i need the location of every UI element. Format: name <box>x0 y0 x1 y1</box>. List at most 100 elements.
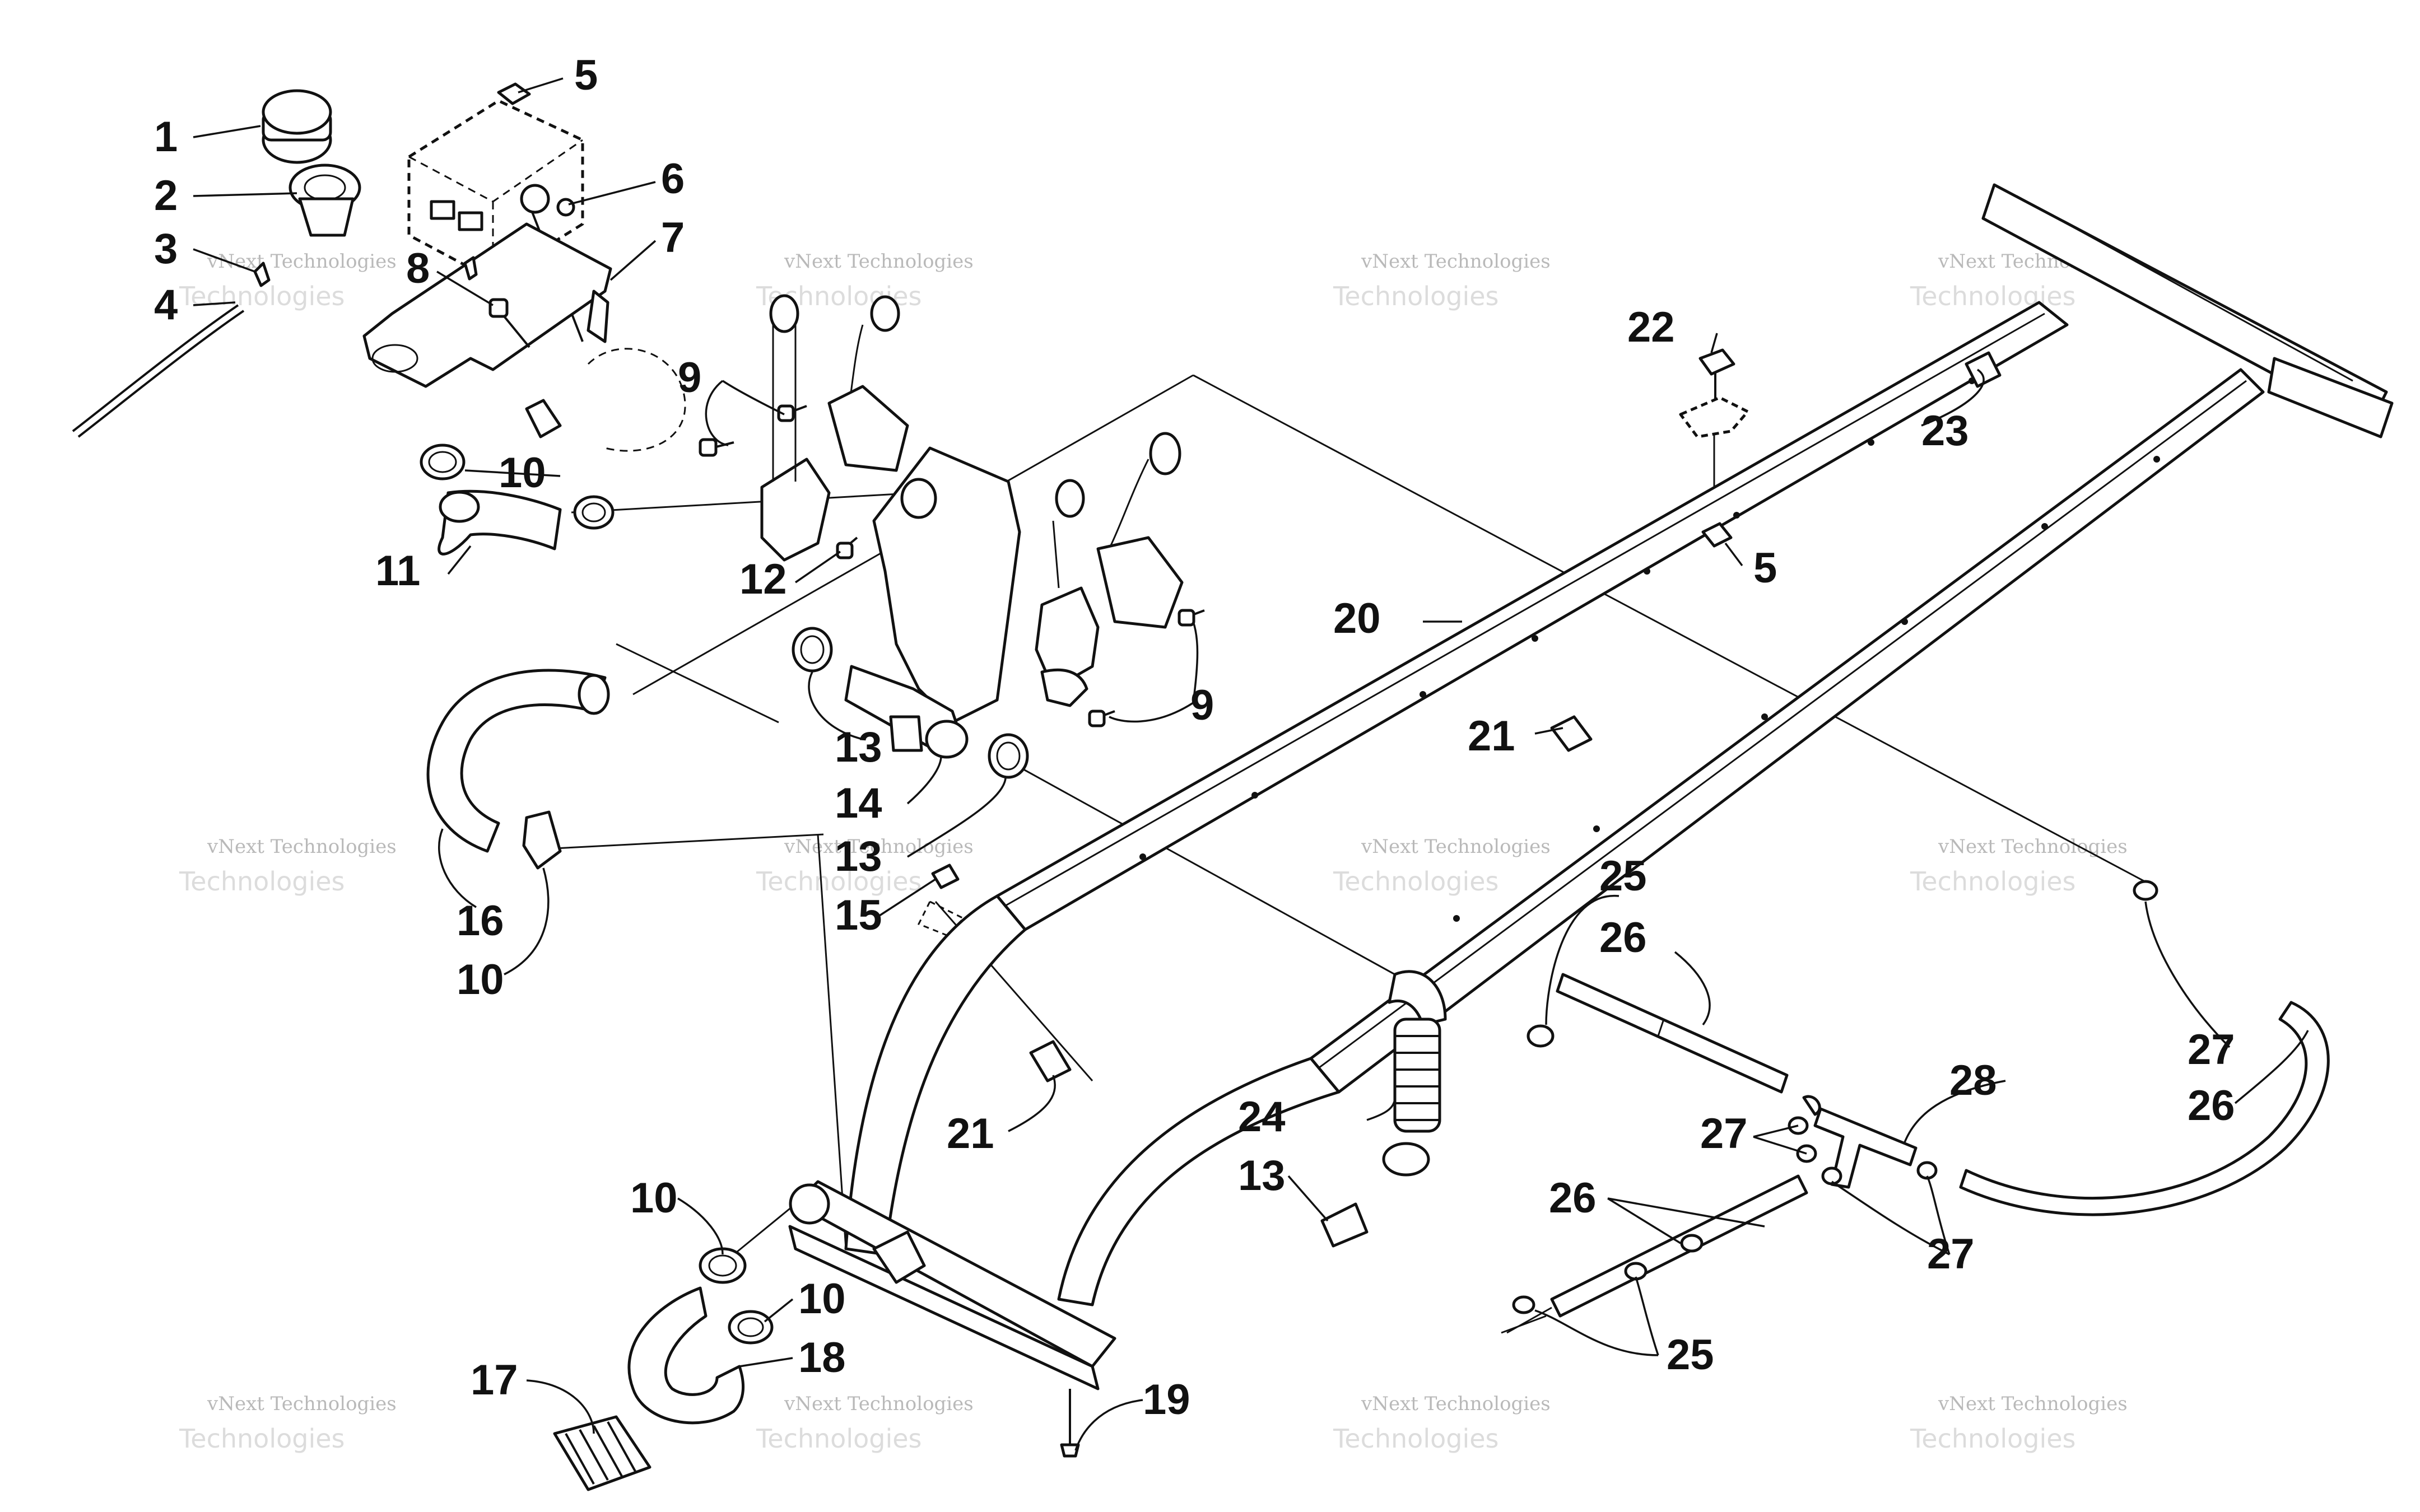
watermark: Technologies vNext Technologies <box>1333 836 1551 897</box>
screw-12 <box>836 536 858 559</box>
callout-27-right: 27 <box>2188 1026 2235 1074</box>
callout-14: 14 <box>835 780 882 827</box>
callout-9-right: 9 <box>1190 682 1214 729</box>
watermark: Technologies vNext Technologies <box>1333 250 1551 311</box>
callout-13-upper: 13 <box>835 724 882 771</box>
watermark-line2: Technologies <box>179 866 345 897</box>
callout-26-lower: 26 <box>1549 1174 1597 1222</box>
callout-2: 2 <box>154 172 178 220</box>
watermark: Technologies vNext Technologies <box>179 836 397 897</box>
callout-18: 18 <box>798 1334 846 1382</box>
callout-12: 12 <box>739 556 787 603</box>
watermark: Technologies vNext Technologies <box>1910 1393 2128 1454</box>
callout-13-lower: 13 <box>1238 1152 1286 1200</box>
callout-numbers: 1 2 3 4 5 6 7 8 9 10 11 12 20 22 23 5 9 … <box>154 52 2235 1424</box>
washer-22 <box>1679 396 1749 438</box>
callout-24: 24 <box>1238 1093 1286 1141</box>
washer-6 <box>520 184 550 214</box>
watermark-line2: Technologies <box>756 1424 922 1454</box>
watermark: Technologies vNext Technologies <box>1333 1393 1551 1454</box>
clamp-13-upper <box>792 627 833 673</box>
nut-5-rail <box>1701 522 1733 548</box>
callout-1: 1 <box>154 113 178 161</box>
corrugated-hose-17 <box>553 1415 651 1491</box>
callout-10-upper: 10 <box>499 449 546 497</box>
callout-27-lower: 27 <box>1927 1230 1975 1278</box>
callout-13-mid: 13 <box>835 833 882 880</box>
watermark-line2: Technologies <box>1333 1424 1499 1454</box>
callout-23: 23 <box>1921 407 1969 455</box>
callout-6: 6 <box>661 155 685 203</box>
screw-9c <box>1178 609 1205 627</box>
watermark: Technologies vNext Technologies <box>1910 836 2128 897</box>
watermark-line2: Technologies <box>1910 866 2076 897</box>
callout-22: 22 <box>1627 304 1675 351</box>
tee-fitting-28 <box>1813 1107 1918 1189</box>
watermark-line2: Technologies <box>179 1424 345 1454</box>
plug-13 <box>1320 1202 1369 1248</box>
screw-15 <box>931 864 960 889</box>
watermark-line1: vNext Technologies <box>784 1393 974 1415</box>
radiator-outlet <box>789 1183 926 1284</box>
watermark-line2: Technologies <box>1910 281 2076 311</box>
bolt-19 <box>1060 1389 1080 1458</box>
callout-10-lower-b: 10 <box>798 1275 846 1323</box>
screw-9a <box>699 438 734 457</box>
watermark-line2: Technologies <box>1333 281 1499 311</box>
watermark-line2: Technologies <box>1333 866 1499 897</box>
clamp-10-mid <box>573 495 615 530</box>
watermark-line1: vNext Technologies <box>1361 250 1551 273</box>
watermark-line1: vNext Technologies <box>1938 836 2128 858</box>
watermark-line1: vNext Technologies <box>784 836 974 858</box>
watermark-line1: vNext Technologies <box>207 1393 397 1415</box>
watermark-line1: vNext Technologies <box>784 250 974 273</box>
callout-10-lower-a: 10 <box>630 1174 678 1222</box>
watermark-line1: vNext Technologies <box>207 250 397 273</box>
screw-8 <box>488 298 530 348</box>
callout-28: 28 <box>1949 1057 1997 1104</box>
watermark-line1: vNext Technologies <box>1938 1393 2128 1415</box>
clip-21-upper <box>1550 715 1593 752</box>
screw-9b <box>777 404 807 422</box>
callout-10-side: 10 <box>457 956 504 1004</box>
screw-9d <box>1088 710 1115 727</box>
vent-hose-4 <box>72 304 239 432</box>
clamp-10-upper <box>420 444 466 480</box>
injector-group-left <box>760 294 909 562</box>
watermark-line1: vNext Technologies <box>1361 836 1551 858</box>
callout-5-top: 5 <box>574 52 598 99</box>
watermark-line2: Technologies <box>756 866 922 897</box>
bolt-5-top <box>497 82 531 105</box>
callout-17: 17 <box>471 1356 518 1404</box>
clamp-3 <box>253 262 271 287</box>
watermark-line2: Technologies <box>1910 1424 2076 1454</box>
callout-8: 8 <box>406 245 430 292</box>
callout-4: 4 <box>154 281 178 329</box>
callout-21-upper: 21 <box>1468 712 1515 760</box>
coolant-manifold <box>844 446 1021 759</box>
corrugated-hose-24 <box>1382 970 1447 1177</box>
callout-11: 11 <box>375 547 420 595</box>
callout-21-lower: 21 <box>947 1110 994 1158</box>
callout-27-mid: 27 <box>1700 1110 1748 1158</box>
watermark: Technologies vNext Technologies <box>756 1393 974 1454</box>
watermark-line1: vNext Technologies <box>1361 1393 1551 1415</box>
callout-7: 7 <box>661 214 685 262</box>
callout-15: 15 <box>835 892 882 939</box>
hose-18 <box>627 1286 745 1425</box>
watermark: Technologies vNext Technologies <box>756 836 974 897</box>
callout-9-left: 9 <box>678 354 701 402</box>
watermarks: Technologies vNext Technologies Technolog… <box>179 250 2128 1454</box>
tunnel-front-curve <box>844 894 1027 1256</box>
watermark-line1: vNext Technologies <box>207 836 397 858</box>
nut-6 <box>556 198 575 217</box>
injector-group-right <box>1035 432 1184 707</box>
clamp-13-lower <box>988 733 1029 779</box>
callout-19: 19 <box>1143 1376 1190 1424</box>
clip-23 <box>1965 351 2002 388</box>
filler-neck <box>288 164 361 237</box>
callout-20: 20 <box>1333 595 1381 642</box>
watermark: Technologies vNext Technologies <box>179 1393 397 1454</box>
